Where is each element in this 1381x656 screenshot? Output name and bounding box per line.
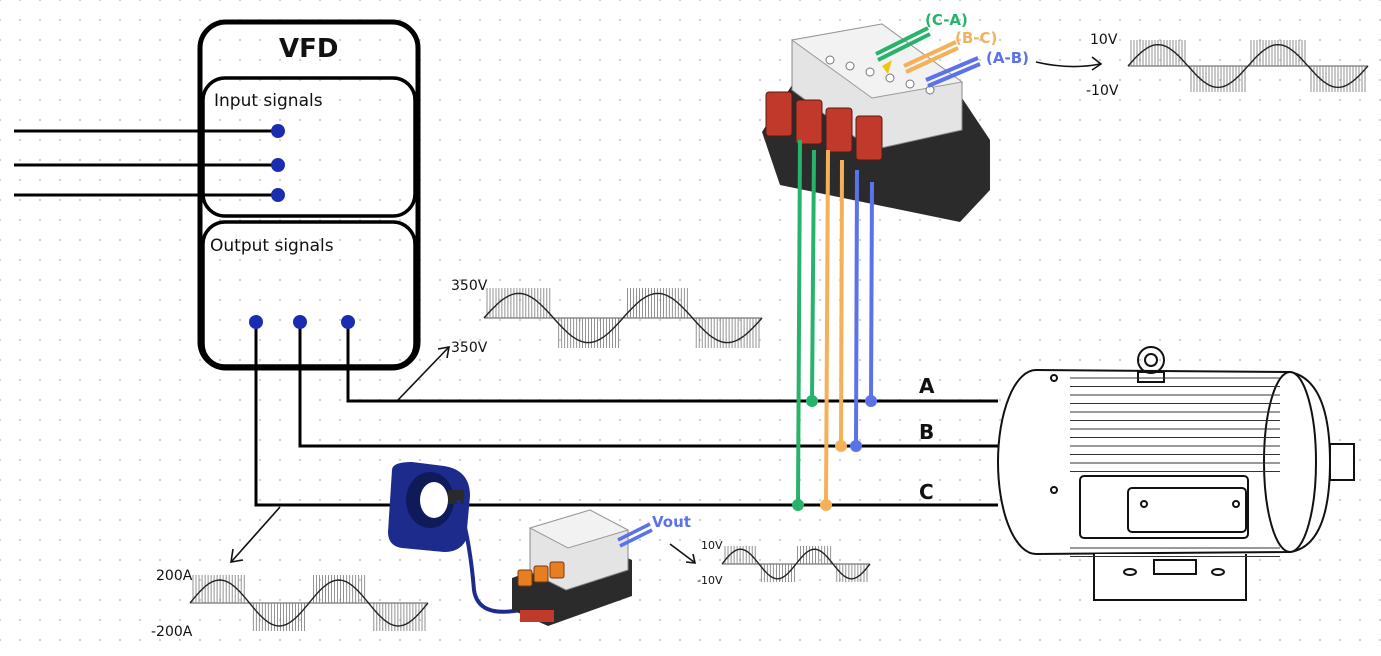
vout-wave-sine bbox=[721, 548, 871, 580]
voltage-sensor-screw-terminals bbox=[765, 91, 883, 161]
current-wave-sine bbox=[189, 579, 429, 627]
input-lines bbox=[14, 129, 278, 197]
sense-wire-ca-1 bbox=[796, 139, 802, 506]
annotation-arrows bbox=[230, 56, 1103, 564]
waveform-vout bbox=[721, 546, 871, 582]
ct-cable bbox=[456, 499, 521, 614]
input-terminals bbox=[271, 124, 285, 202]
voltage-sense-wires bbox=[796, 139, 874, 506]
vout-min-label: -10V bbox=[697, 574, 723, 587]
sense-wire-bc-2 bbox=[839, 159, 844, 447]
output-section-box bbox=[201, 220, 417, 368]
current-max-label: 200A bbox=[156, 568, 193, 584]
sense-wire-ca-2 bbox=[810, 149, 816, 402]
waveform-current bbox=[189, 575, 429, 631]
line-voltage-wave-sine bbox=[483, 292, 763, 344]
voltage-output-leads bbox=[875, 26, 981, 88]
pair-label-ca: (C-A) bbox=[925, 11, 968, 29]
input-terminal-dot bbox=[271, 188, 285, 202]
output-terminal-dot bbox=[293, 315, 307, 329]
sense-wire-ab-1 bbox=[854, 169, 859, 447]
input-terminal-dot bbox=[271, 124, 285, 138]
phase-b-label: B bbox=[919, 420, 935, 444]
input-terminal-dot bbox=[271, 158, 285, 172]
line-voltage-arrow bbox=[397, 347, 449, 401]
input-section-box bbox=[201, 76, 417, 218]
current-min-label: -200A bbox=[151, 624, 193, 640]
sense-junctions bbox=[792, 395, 877, 511]
vout-arrow bbox=[669, 543, 695, 563]
pair-label-ab: (A-B) bbox=[986, 49, 1029, 67]
electric-motor bbox=[997, 346, 1355, 601]
vsensor-min-label: -10V bbox=[1086, 83, 1119, 99]
motor-foot bbox=[1093, 554, 1247, 601]
sense-wire-ab-2 bbox=[869, 181, 874, 402]
phase-wires bbox=[254, 322, 998, 507]
waveform-vsensor bbox=[1127, 40, 1369, 92]
current-sensor-module bbox=[512, 509, 632, 626]
vsensor-max-label: 10V bbox=[1090, 32, 1118, 48]
output-terminals bbox=[249, 315, 355, 329]
vout-leads bbox=[617, 522, 653, 548]
phase-c-wire bbox=[254, 322, 998, 507]
output-signals-label: Output signals bbox=[210, 236, 334, 256]
phase-b-wire bbox=[298, 322, 998, 448]
vout-max-label: 10V bbox=[701, 539, 723, 552]
vfd-title: VFD bbox=[279, 34, 339, 64]
output-terminal-dot bbox=[341, 315, 355, 329]
voltage-out-arrow bbox=[1035, 61, 1101, 68]
lifting-eye bbox=[1137, 346, 1165, 374]
waveform-line-voltage bbox=[483, 288, 763, 348]
voltage-sensor-module bbox=[762, 23, 990, 222]
motor-cooling-fins bbox=[1070, 377, 1280, 557]
current-arrow bbox=[231, 506, 281, 562]
line-voltage-max-label: 350V bbox=[451, 278, 488, 294]
phase-c-label: C bbox=[919, 480, 934, 504]
output-terminal-dot bbox=[249, 315, 263, 329]
vsensor-wave-sine bbox=[1127, 43, 1369, 89]
input-signals-label: Input signals bbox=[214, 91, 323, 111]
pair-label-bc: (B-C) bbox=[955, 29, 998, 47]
phase-a-wire bbox=[346, 322, 998, 403]
phase-a-label: A bbox=[919, 374, 935, 398]
vout-label: Vout bbox=[652, 513, 691, 531]
current-transducer bbox=[388, 462, 470, 552]
line-voltage-min-label: 350V bbox=[451, 340, 488, 356]
sense-wire-bc-1 bbox=[824, 149, 830, 506]
